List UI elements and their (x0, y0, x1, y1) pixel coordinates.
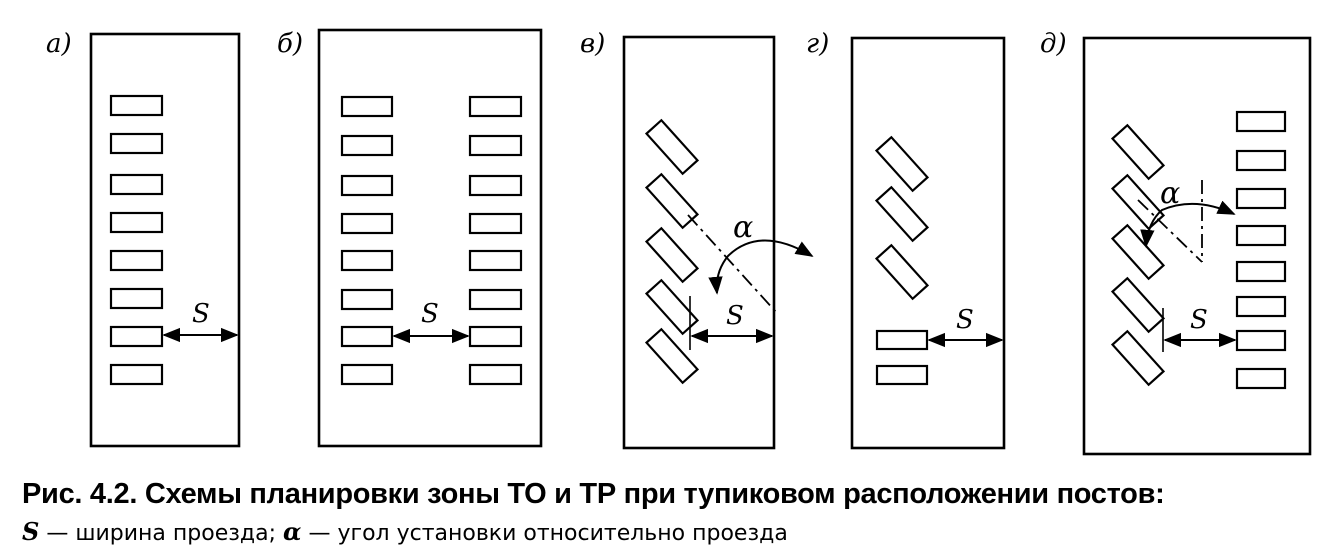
zone-boundary (1082, 36, 1312, 456)
passage-width-label: S (1190, 305, 1208, 335)
passage-width-label: S (726, 301, 744, 331)
post-slot (1110, 329, 1166, 387)
panel-v: в) α S (580, 29, 814, 450)
post-slot (1110, 223, 1166, 281)
post-slot (1235, 187, 1287, 210)
post-slot (109, 94, 164, 117)
angled-post-column (874, 135, 930, 301)
layout-schemes-diagram: а) S б) (46, 28, 1312, 456)
post-slot (468, 363, 523, 386)
panel-d-letter: д) (1040, 29, 1067, 59)
post-slot (644, 172, 700, 230)
post-slot (644, 327, 700, 385)
panel-a: а) S (46, 29, 241, 448)
figure-caption: Рис. 4.2. Схемы планировки зоны ТО и ТР … (22, 478, 1322, 546)
post-slot (340, 134, 394, 157)
post-slot (109, 325, 164, 348)
post-slot (875, 364, 929, 386)
post-slot (1235, 224, 1287, 247)
post-axis-line (687, 214, 777, 313)
post-slot (109, 249, 164, 272)
post-slot (340, 288, 394, 311)
caption-s-symbol: S (22, 517, 40, 546)
post-column (1235, 110, 1287, 390)
panel-a-letter: а) (46, 29, 72, 59)
post-slot (340, 325, 394, 348)
post-slot (1110, 123, 1166, 181)
post-slot (109, 287, 164, 310)
panel-g-letter: г) (806, 29, 829, 59)
caption-alpha-symbol: α (283, 517, 302, 546)
post-slot (340, 249, 394, 272)
post-slot (1110, 276, 1166, 334)
panel-b-letter: б) (277, 29, 303, 59)
post-slot (875, 329, 929, 351)
caption-title: Рис. 4.2. Схемы планировки зоны ТО и ТР … (22, 478, 1165, 510)
post-slot (468, 174, 523, 197)
post-slot (109, 211, 164, 234)
caption-legend: S — ширина проезда; α — угол установки о… (22, 517, 1322, 546)
post-slot (468, 212, 523, 235)
installation-angle-arc (708, 239, 814, 295)
panel-b: б) S (277, 28, 543, 448)
caption-s-text: — ширина проезда; (39, 521, 284, 546)
installation-angle-label: α (733, 210, 753, 245)
post-slot (340, 174, 394, 197)
post-slot (340, 363, 394, 386)
post-slot (468, 95, 523, 118)
post-slot (109, 173, 164, 196)
post-slot (468, 325, 523, 348)
angled-post-column (644, 118, 700, 385)
post-slot (340, 212, 394, 235)
panel-g: г) S (806, 29, 1006, 450)
passage-width-label: S (421, 299, 439, 329)
panel-v-letter: в) (580, 29, 605, 59)
post-slot (874, 135, 930, 193)
post-slot (1235, 149, 1287, 172)
post-slot (468, 288, 523, 311)
post-slot (644, 226, 700, 284)
post-column (875, 329, 929, 386)
post-slot (109, 132, 164, 155)
installation-angle-arc (1140, 200, 1236, 248)
zone-boundary (89, 32, 241, 448)
post-slot (1110, 173, 1166, 231)
post-slot (1235, 110, 1287, 133)
post-slot (109, 363, 164, 386)
post-slot (874, 185, 930, 243)
installation-angle-label: α (1160, 176, 1180, 211)
post-axis-line (1137, 199, 1203, 263)
zone-boundary (850, 36, 1006, 450)
zone-boundary (317, 28, 543, 448)
post-column (109, 94, 164, 386)
post-column-right (468, 95, 523, 386)
post-slot (1235, 329, 1287, 352)
angled-post-column (1110, 123, 1166, 387)
post-column-left (340, 95, 394, 386)
post-slot (644, 118, 700, 176)
caption-alpha-text: — угол установки относительно проезда (301, 521, 788, 546)
post-slot (468, 134, 523, 157)
post-slot (874, 243, 930, 301)
post-slot (1235, 295, 1287, 318)
panel-d: д) α S (1040, 29, 1312, 456)
post-slot (340, 95, 394, 118)
post-slot (1235, 367, 1287, 390)
post-slot (1235, 260, 1287, 283)
passage-width-label: S (192, 299, 210, 329)
post-slot (468, 249, 523, 272)
passage-width-label: S (956, 305, 974, 335)
